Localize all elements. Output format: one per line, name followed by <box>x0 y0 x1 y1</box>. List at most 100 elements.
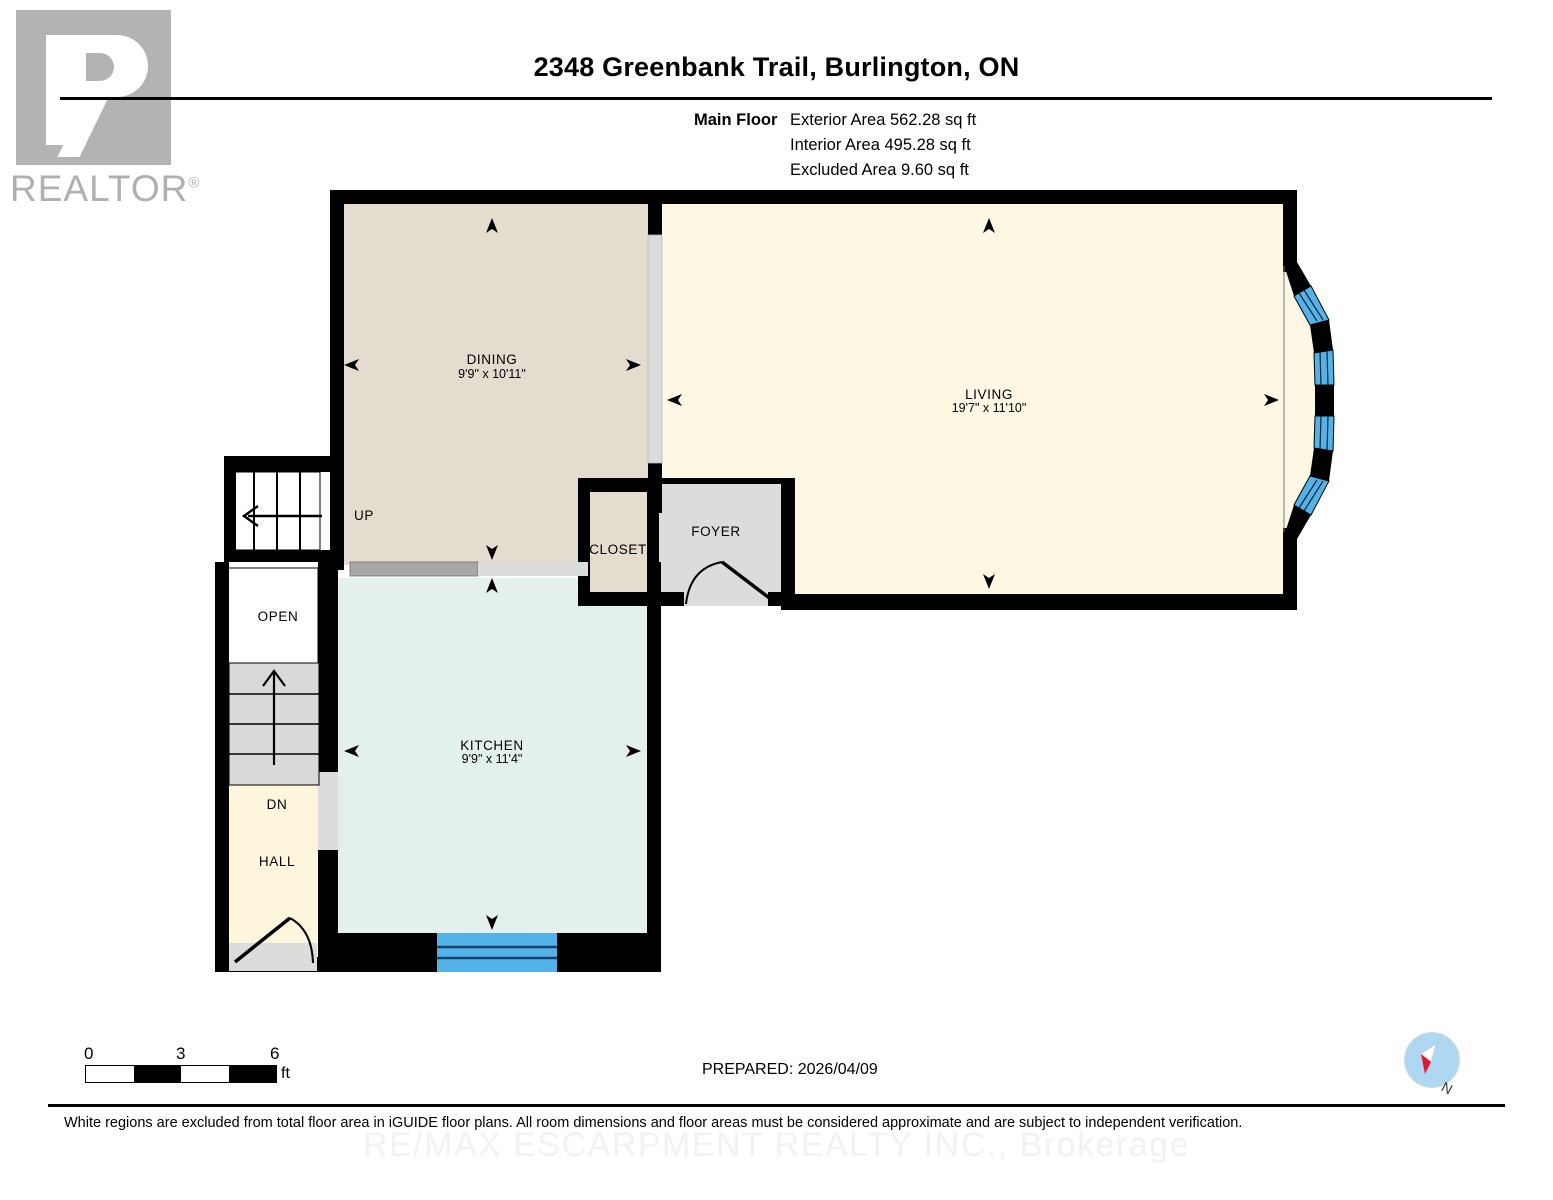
bay-mullion-4 <box>1326 350 1329 386</box>
bay-mullion-7 <box>1298 479 1318 509</box>
room-label-closet: CLOSET <box>589 542 647 557</box>
realtor-r-block <box>16 10 171 165</box>
room-label-foyer: FOYER <box>691 524 741 539</box>
scale-seg-3 <box>181 1066 229 1082</box>
dim-arrow-dining-bottom <box>486 545 498 560</box>
excluded-area: Excluded Area 9.60 sq ft <box>790 161 969 179</box>
bay-mullion-5 <box>1319 415 1322 450</box>
compass-dial <box>1404 1032 1460 1088</box>
stairs-up-arrow <box>241 504 322 528</box>
bay-pier-2 <box>1310 320 1333 353</box>
room-fill-open <box>227 567 319 664</box>
wall-upstairs-left <box>224 456 236 560</box>
wall-dining-right-upper <box>648 190 662 235</box>
room-fill-living <box>663 203 1333 594</box>
room-label-open: OPEN <box>258 609 299 624</box>
dim-arrow-kitchen-right <box>626 745 641 757</box>
dim-arrow-living-right <box>1264 394 1279 406</box>
room-label-kitchen: KITCHEN <box>460 738 523 753</box>
wall-upstairs-bottom <box>224 550 338 562</box>
footer-divider <box>48 1104 1505 1107</box>
compass-needle-icon <box>1420 1043 1437 1074</box>
door-swing-foyer <box>685 561 723 605</box>
realtor-r-bowl-inner <box>86 53 114 81</box>
room-label-living: LIVING <box>965 387 1013 402</box>
wall-top <box>330 190 1290 204</box>
wall-closet-top <box>578 478 662 492</box>
room-fill-hall <box>228 785 318 965</box>
stairs-up-treads <box>253 472 301 550</box>
room-dims-kitchen: 9'9" x 11'4" <box>462 752 523 766</box>
opening-hall-kitchen <box>318 772 338 850</box>
counter-dining-kitchen <box>349 561 479 577</box>
area-lines: Exterior Area 562.28 sq ft Interior Area… <box>790 108 976 183</box>
bay-mullion-3 <box>1319 351 1322 386</box>
scale-bar <box>85 1065 277 1083</box>
bay-pier-1 <box>1283 262 1311 296</box>
wall-kitchen-right <box>647 562 661 972</box>
registered-mark: ® <box>188 174 201 192</box>
prepared-date: PREPARED: 2026/04/09 <box>702 1061 878 1078</box>
scale-seg-2 <box>133 1066 181 1082</box>
opening-dining-living <box>647 234 663 464</box>
stairs-dn-label: DN <box>267 797 288 812</box>
bay-mullion-2 <box>1303 289 1324 321</box>
dim-arrow-dining-right <box>626 359 641 371</box>
realtor-logo: REALTOR® <box>8 10 199 210</box>
wall-living-bottom <box>781 594 1297 610</box>
compass-rose: N <box>1404 1032 1462 1097</box>
compass-needle-south <box>1421 1054 1431 1074</box>
stair-landing-up <box>229 471 321 551</box>
room-dims-living: 19'7" x 11'10" <box>952 401 1027 415</box>
page-title: 2348 Greenbank Trail, Burlington, ON <box>533 52 1020 82</box>
door-panel-foyer <box>720 560 774 602</box>
room-fill-closet <box>588 492 648 604</box>
opening-dining-kitchen <box>478 562 588 576</box>
wall-foyer-top <box>659 478 787 484</box>
wall-upstairs-top <box>224 456 338 472</box>
scale-seg-1 <box>86 1066 134 1082</box>
scale-tick-0: 0 <box>84 1044 94 1063</box>
room-label-dining: DINING <box>467 352 518 367</box>
bay-pier-4 <box>1310 448 1333 481</box>
exterior-area: Exterior Area 562.28 sq ft <box>790 111 977 129</box>
dim-arrow-living-bottom <box>983 574 995 589</box>
bay-mullion-8 <box>1303 480 1324 512</box>
stairs-up-label: UP <box>354 508 374 523</box>
room-fill-kitchen <box>337 578 647 933</box>
dim-arrow-kitchen-left <box>344 745 359 757</box>
bay-pier-5 <box>1283 505 1311 539</box>
interior-area: Interior Area 495.28 sq ft <box>790 136 971 154</box>
wall-living-right-bottom <box>1283 528 1297 610</box>
dim-arrow-dining-left <box>344 359 359 371</box>
header-divider <box>60 97 1492 100</box>
bay-window-group <box>1283 262 1335 539</box>
dim-arrow-living-left <box>667 394 682 406</box>
window-kitchen <box>437 933 557 972</box>
bay-pier-3 <box>1315 385 1334 416</box>
wall-closet-left <box>578 478 590 604</box>
disclaimer-text: White regions are excluded from total fl… <box>64 1115 1243 1131</box>
wall-foyer-right <box>781 478 795 604</box>
brokerage-watermark: RE/MAX ESCARPMENT REALTY INC., Brokerage <box>362 1126 1191 1164</box>
dim-arrow-kitchen-bottom <box>486 915 498 930</box>
bay-window-pane-2 <box>1313 349 1335 386</box>
floor-label: Main Floor <box>694 111 778 129</box>
stairs-dn-group <box>228 662 320 786</box>
wall-living-right-top <box>1283 190 1297 272</box>
wall-dining-left <box>330 190 344 570</box>
door-opening-foyer <box>684 592 768 606</box>
scale-tick-6: 6 <box>270 1044 280 1063</box>
dim-arrow-kitchen-top <box>486 578 498 593</box>
bay-mullion-6 <box>1326 415 1329 451</box>
realtor-wordmark-text: REALTOR <box>10 168 189 209</box>
dim-arrow-dining-top <box>486 218 498 233</box>
wall-kitchen-divider-lower <box>318 850 338 972</box>
door-swing-hall <box>289 917 314 964</box>
wall-kitchen-divider <box>318 562 338 772</box>
door-panel-hall <box>233 916 292 964</box>
room-dims-dining: 9'9" x 10'11" <box>458 367 526 381</box>
wall-kitchen-left-upper <box>215 562 229 972</box>
room-fill-foyer <box>648 482 785 604</box>
